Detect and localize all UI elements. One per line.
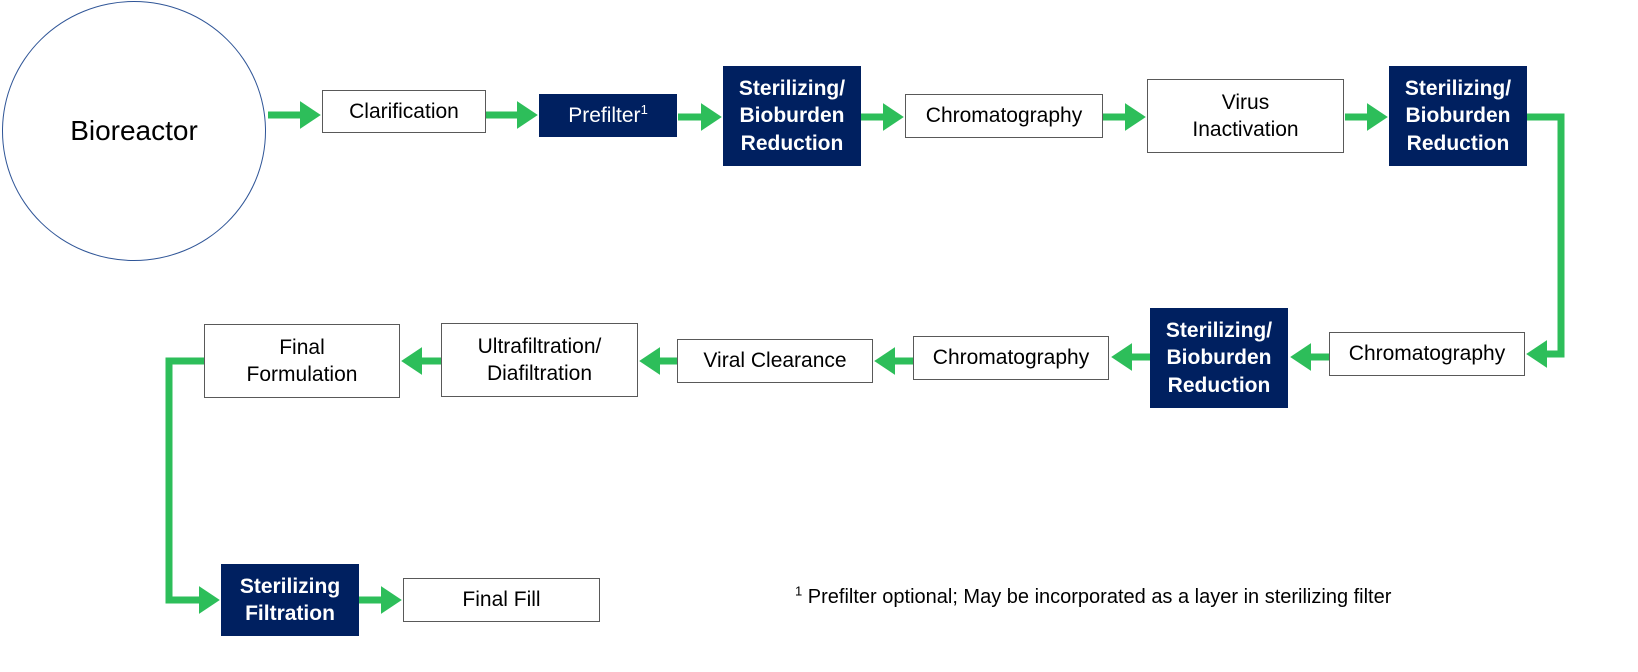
prefilter-label: Prefilter1	[568, 101, 648, 127]
final-formulation-label: Final Formulation	[246, 335, 358, 386]
clarification-label: Clarification	[349, 99, 459, 123]
ultrafiltration-diafiltration-label: Ultrafiltration/ Diafiltration	[477, 334, 602, 385]
viral-clearance-node: Viral Clearance	[677, 339, 873, 383]
footnote: 1 Prefilter optional; May be incorporate…	[795, 583, 1392, 609]
footnote-marker: 1	[795, 583, 803, 599]
clarification-node: Clarification	[322, 90, 486, 133]
virus-inactivation-label: Virus Inactivation	[1192, 90, 1299, 141]
sterilizing-bioburden-label-2: Sterilizing/ Bioburden Reduction	[1404, 77, 1512, 155]
chromatography-node-1: Chromatography	[905, 94, 1103, 138]
chromatography-label-2: Chromatography	[1348, 342, 1506, 366]
footnote-text: Prefilter optional; May be incorporated …	[807, 586, 1392, 608]
prefilter-node: Prefilter1	[539, 94, 677, 137]
final-fill-label: Final Fill	[462, 588, 541, 612]
sterilizing-bioburden-node-1: Sterilizing/ Bioburden Reduction	[723, 66, 861, 166]
virus-inactivation-node: Virus Inactivation	[1147, 79, 1344, 153]
prefilter-footnote-marker: 1	[640, 101, 648, 117]
sterilizing-bioburden-label-1: Sterilizing/ Bioburden Reduction	[738, 77, 846, 155]
chromatography-node-3: Chromatography	[913, 336, 1109, 380]
final-fill-node: Final Fill	[403, 578, 600, 622]
sterilizing-bioburden-node-2: Sterilizing/ Bioburden Reduction	[1389, 66, 1527, 166]
chromatography-label-3: Chromatography	[932, 346, 1090, 370]
bioreactor-label: Bioreactor	[70, 115, 198, 146]
sterilizing-bioburden-node-3: Sterilizing/ Bioburden Reduction	[1150, 308, 1288, 408]
sterilizing-filtration-label: Sterilizing Filtration	[239, 574, 341, 625]
final-formulation-node: Final Formulation	[204, 324, 400, 398]
arrow-sterilizing-2-to-chromatography-2	[1526, 113, 1565, 368]
chromatography-label-1: Chromatography	[925, 104, 1083, 128]
ultrafiltration-diafiltration-node: Ultrafiltration/ Diafiltration	[441, 323, 638, 397]
sterilizing-filtration-node: Sterilizing Filtration	[221, 564, 359, 636]
bioreactor-node: Bioreactor	[2, 1, 266, 261]
arrow-final-formulation-to-sterilizing-filtration	[165, 357, 220, 614]
viral-clearance-label: Viral Clearance	[703, 349, 847, 373]
chromatography-node-2: Chromatography	[1329, 332, 1525, 376]
sterilizing-bioburden-label-3: Sterilizing/ Bioburden Reduction	[1165, 319, 1273, 397]
